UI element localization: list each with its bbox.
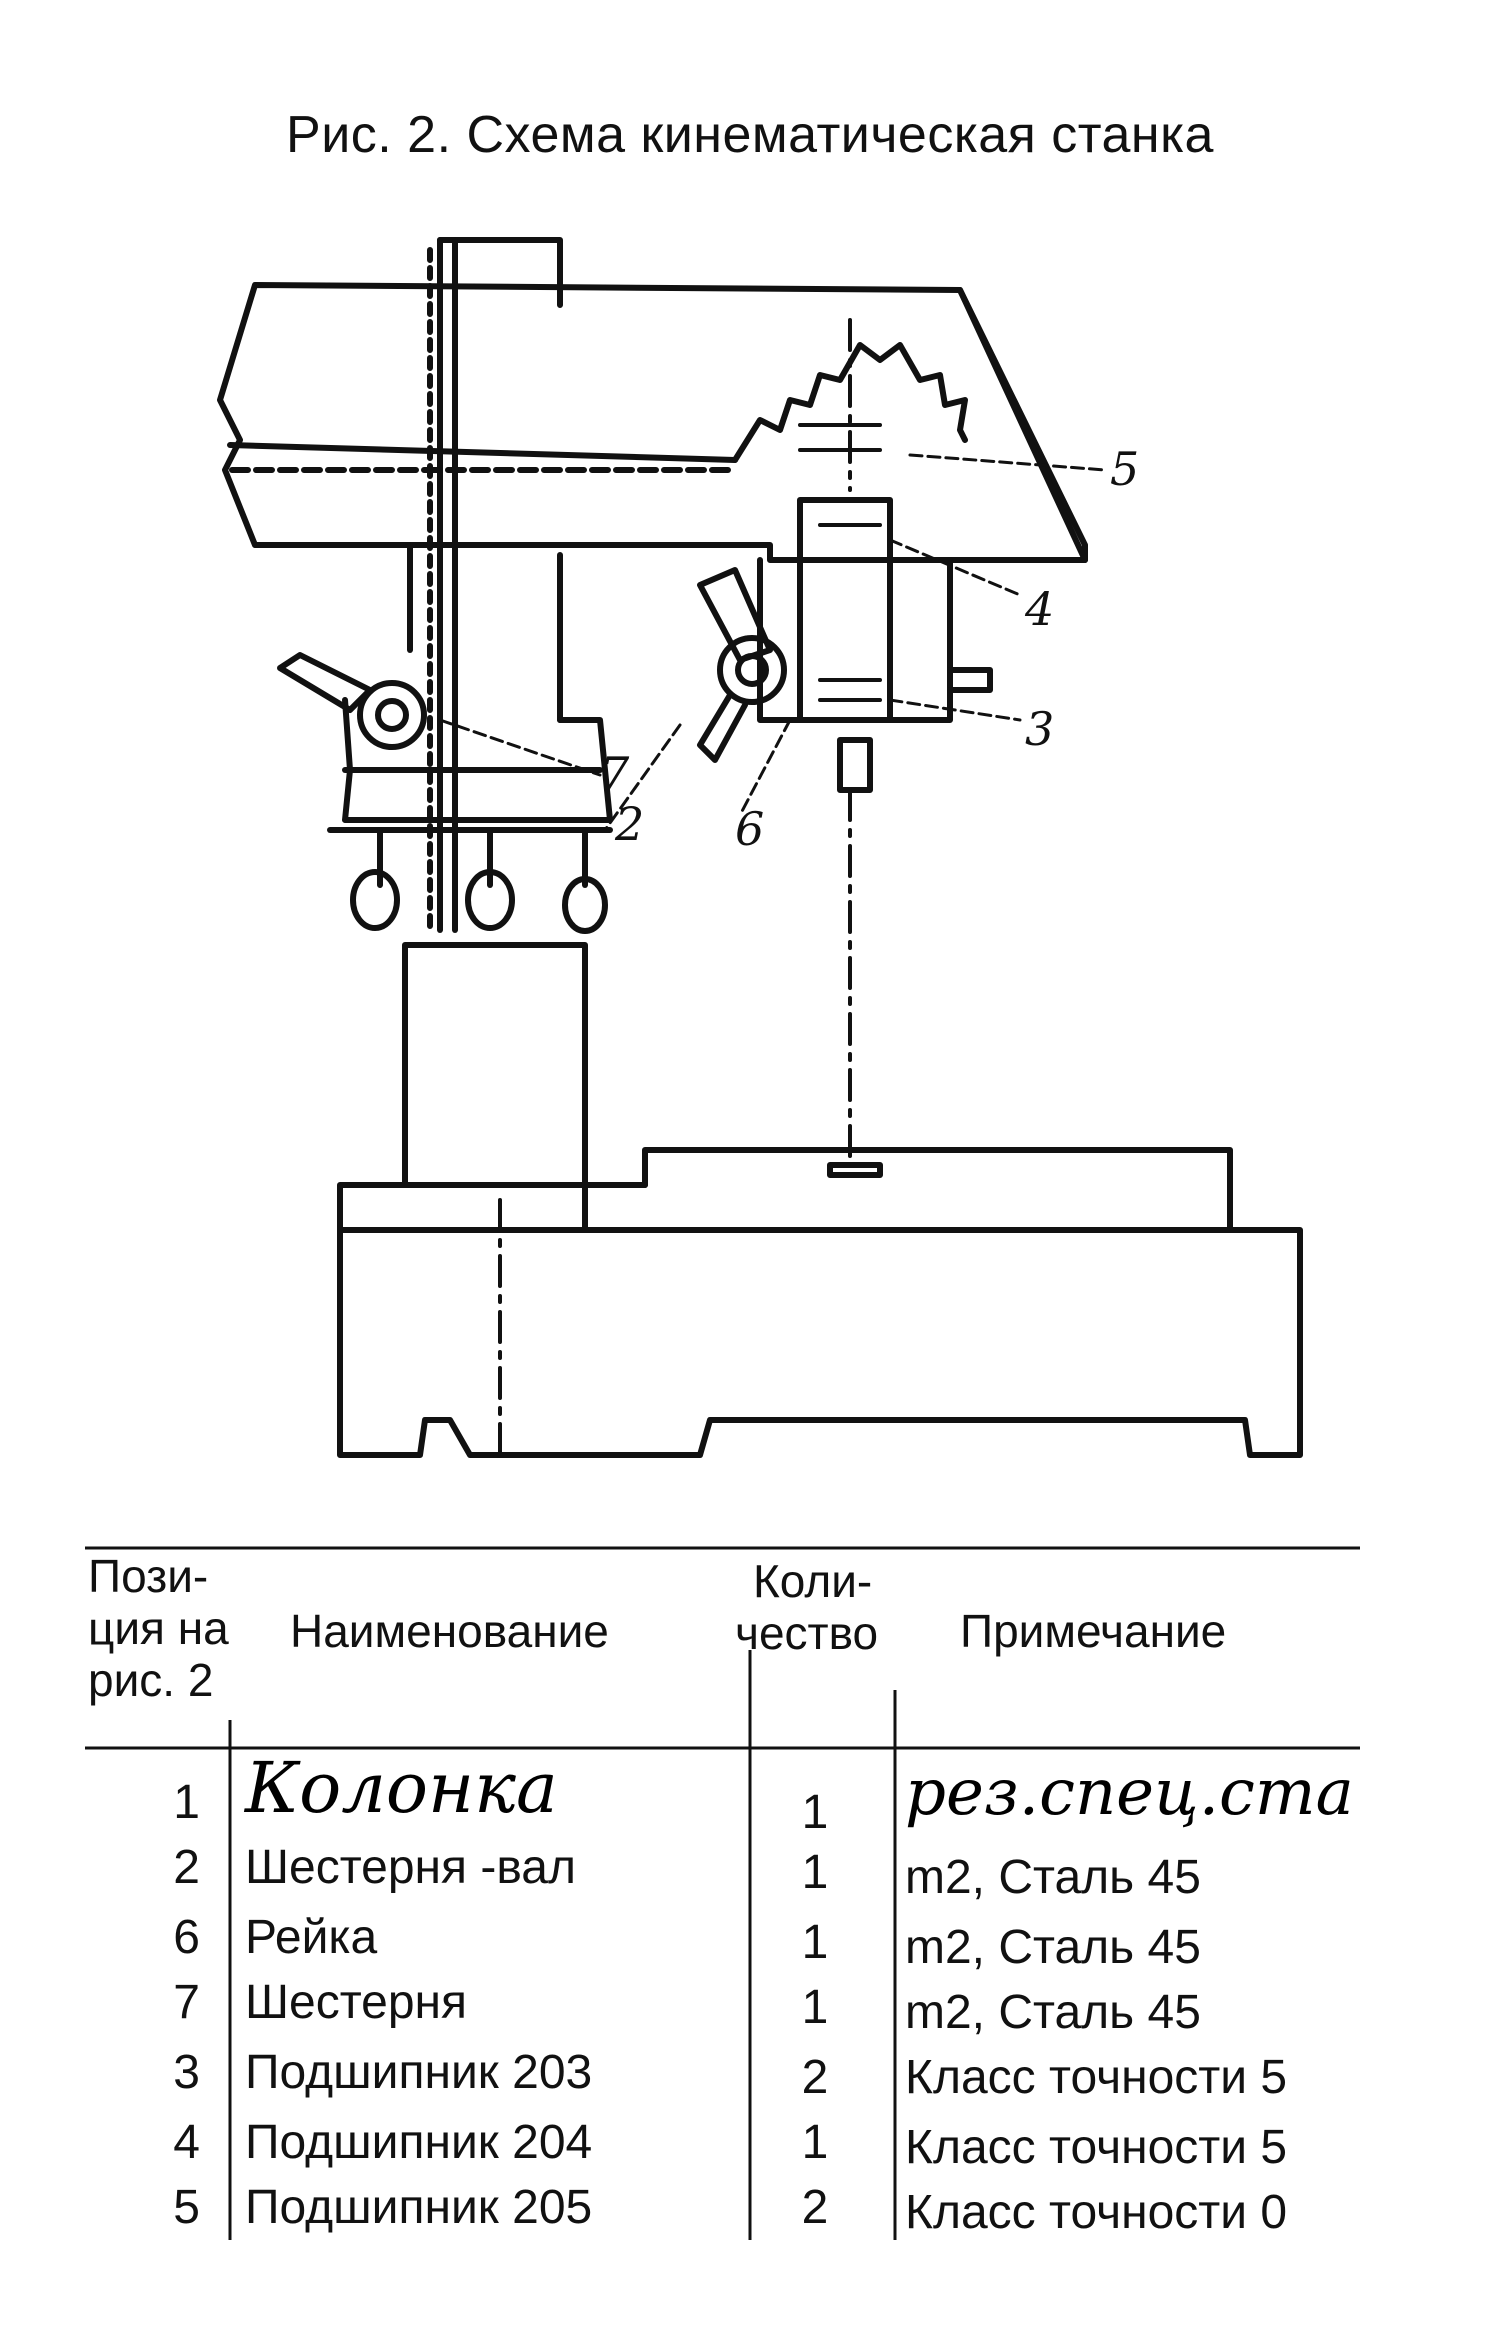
lower-housing [342, 697, 613, 823]
row-position: 4 [173, 2116, 200, 2169]
row-name: Рейка [245, 1911, 378, 1964]
row-quantity: 1 [801, 1916, 829, 1969]
row-note: m2, Сталь 45 [905, 1851, 1201, 1904]
row-note: рез.спец.ста [905, 1756, 1354, 1830]
header-name: Наименование [290, 1605, 609, 1657]
row-name: Шестерня [245, 1976, 468, 2029]
row-note: Класс точности 0 [905, 2186, 1288, 2239]
head-housing [217, 282, 1088, 563]
row-position: 2 [173, 1841, 200, 1894]
callout-4: 4 [1024, 582, 1054, 636]
stepped-pulley [732, 342, 968, 463]
callout-3: 3 [1025, 702, 1054, 756]
header-quantity: Коли- чество [735, 1555, 879, 1659]
row-position: 7 [173, 1976, 200, 2029]
feed-handle-right [697, 567, 773, 663]
row-note: m2, Сталь 45 [905, 1986, 1201, 2039]
lower-column [402, 942, 588, 1233]
column [437, 237, 563, 308]
row-note: m2, Сталь 45 [905, 1921, 1201, 1974]
callout-7: 7 [600, 747, 630, 801]
row-quantity: 1 [801, 2116, 829, 2169]
base [337, 1182, 1303, 1458]
row-name: Подшипник 204 [245, 2116, 593, 2169]
callout-2: 2 [614, 797, 644, 851]
row-position: 6 [173, 1911, 200, 1964]
figure-caption: Рис. 2. Схема кинематическая станка [286, 106, 1214, 164]
row-position: 5 [173, 2181, 200, 2234]
header-position: Пози- ция на рис. 2 [88, 1550, 229, 1706]
row-quantity: 1 [801, 1786, 829, 1839]
kinematic-scheme-drawing: 5 4 3 7 2 6 [217, 237, 1303, 1462]
row-position: 3 [173, 2046, 200, 2099]
row-name: Подшипник 203 [245, 2046, 593, 2099]
work-table [642, 1147, 1233, 1233]
head-slide-line [227, 442, 738, 463]
row-name: Подшипник 205 [245, 2181, 593, 2234]
row-quantity: 1 [801, 1981, 829, 2034]
row-note: Класс точности 5 [905, 2051, 1288, 2104]
row-quantity: 2 [801, 2051, 829, 2104]
callout-6: 6 [735, 802, 764, 856]
callout-5: 5 [1110, 442, 1139, 496]
row-name: Шестерня -вал [245, 1841, 577, 1894]
row-quantity: 1 [801, 1846, 829, 1899]
row-note: Класс точности 5 [905, 2121, 1288, 2174]
row-position: 1 [173, 1776, 200, 1829]
row-quantity: 2 [801, 2181, 829, 2234]
header-note: Примечание [960, 1605, 1227, 1657]
row-name: Колонка [245, 1747, 558, 1829]
